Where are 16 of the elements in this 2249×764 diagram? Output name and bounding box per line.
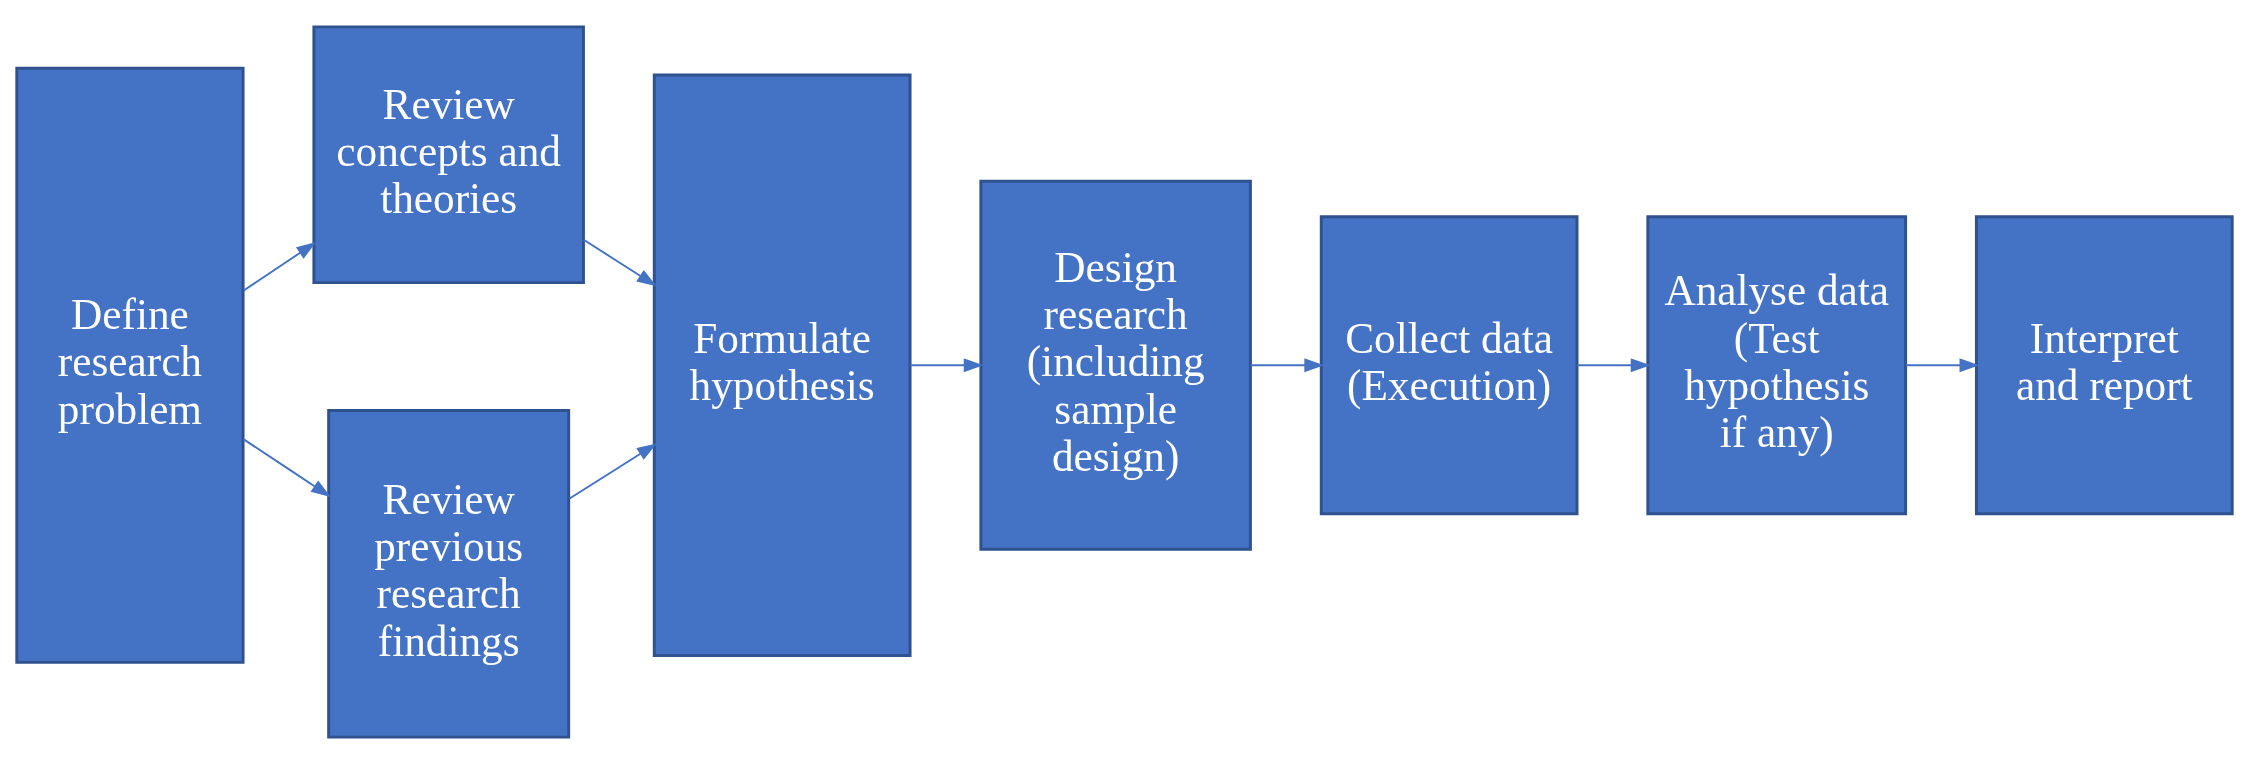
node-box: Formulate hypothesis <box>652 73 912 657</box>
arrow <box>568 443 657 500</box>
node-box: Review previous research findings <box>327 409 571 739</box>
arrow <box>242 438 331 498</box>
node-box: Review concepts and theories <box>312 25 585 285</box>
arrow <box>1576 358 1651 373</box>
arrow <box>1249 358 1325 373</box>
node-box: Collect data (Execution) <box>1319 215 1579 516</box>
node-box: Analyse data (Test hypothesis if any) <box>1646 215 1908 516</box>
node-box: Interpret and report <box>1974 215 2234 516</box>
arrow <box>582 238 657 287</box>
arrow <box>242 242 317 292</box>
node-box: Design research (including sample design) <box>979 179 1252 551</box>
node-box: Define research problem <box>15 66 245 664</box>
arrow <box>909 358 984 373</box>
arrow <box>1904 358 1980 373</box>
